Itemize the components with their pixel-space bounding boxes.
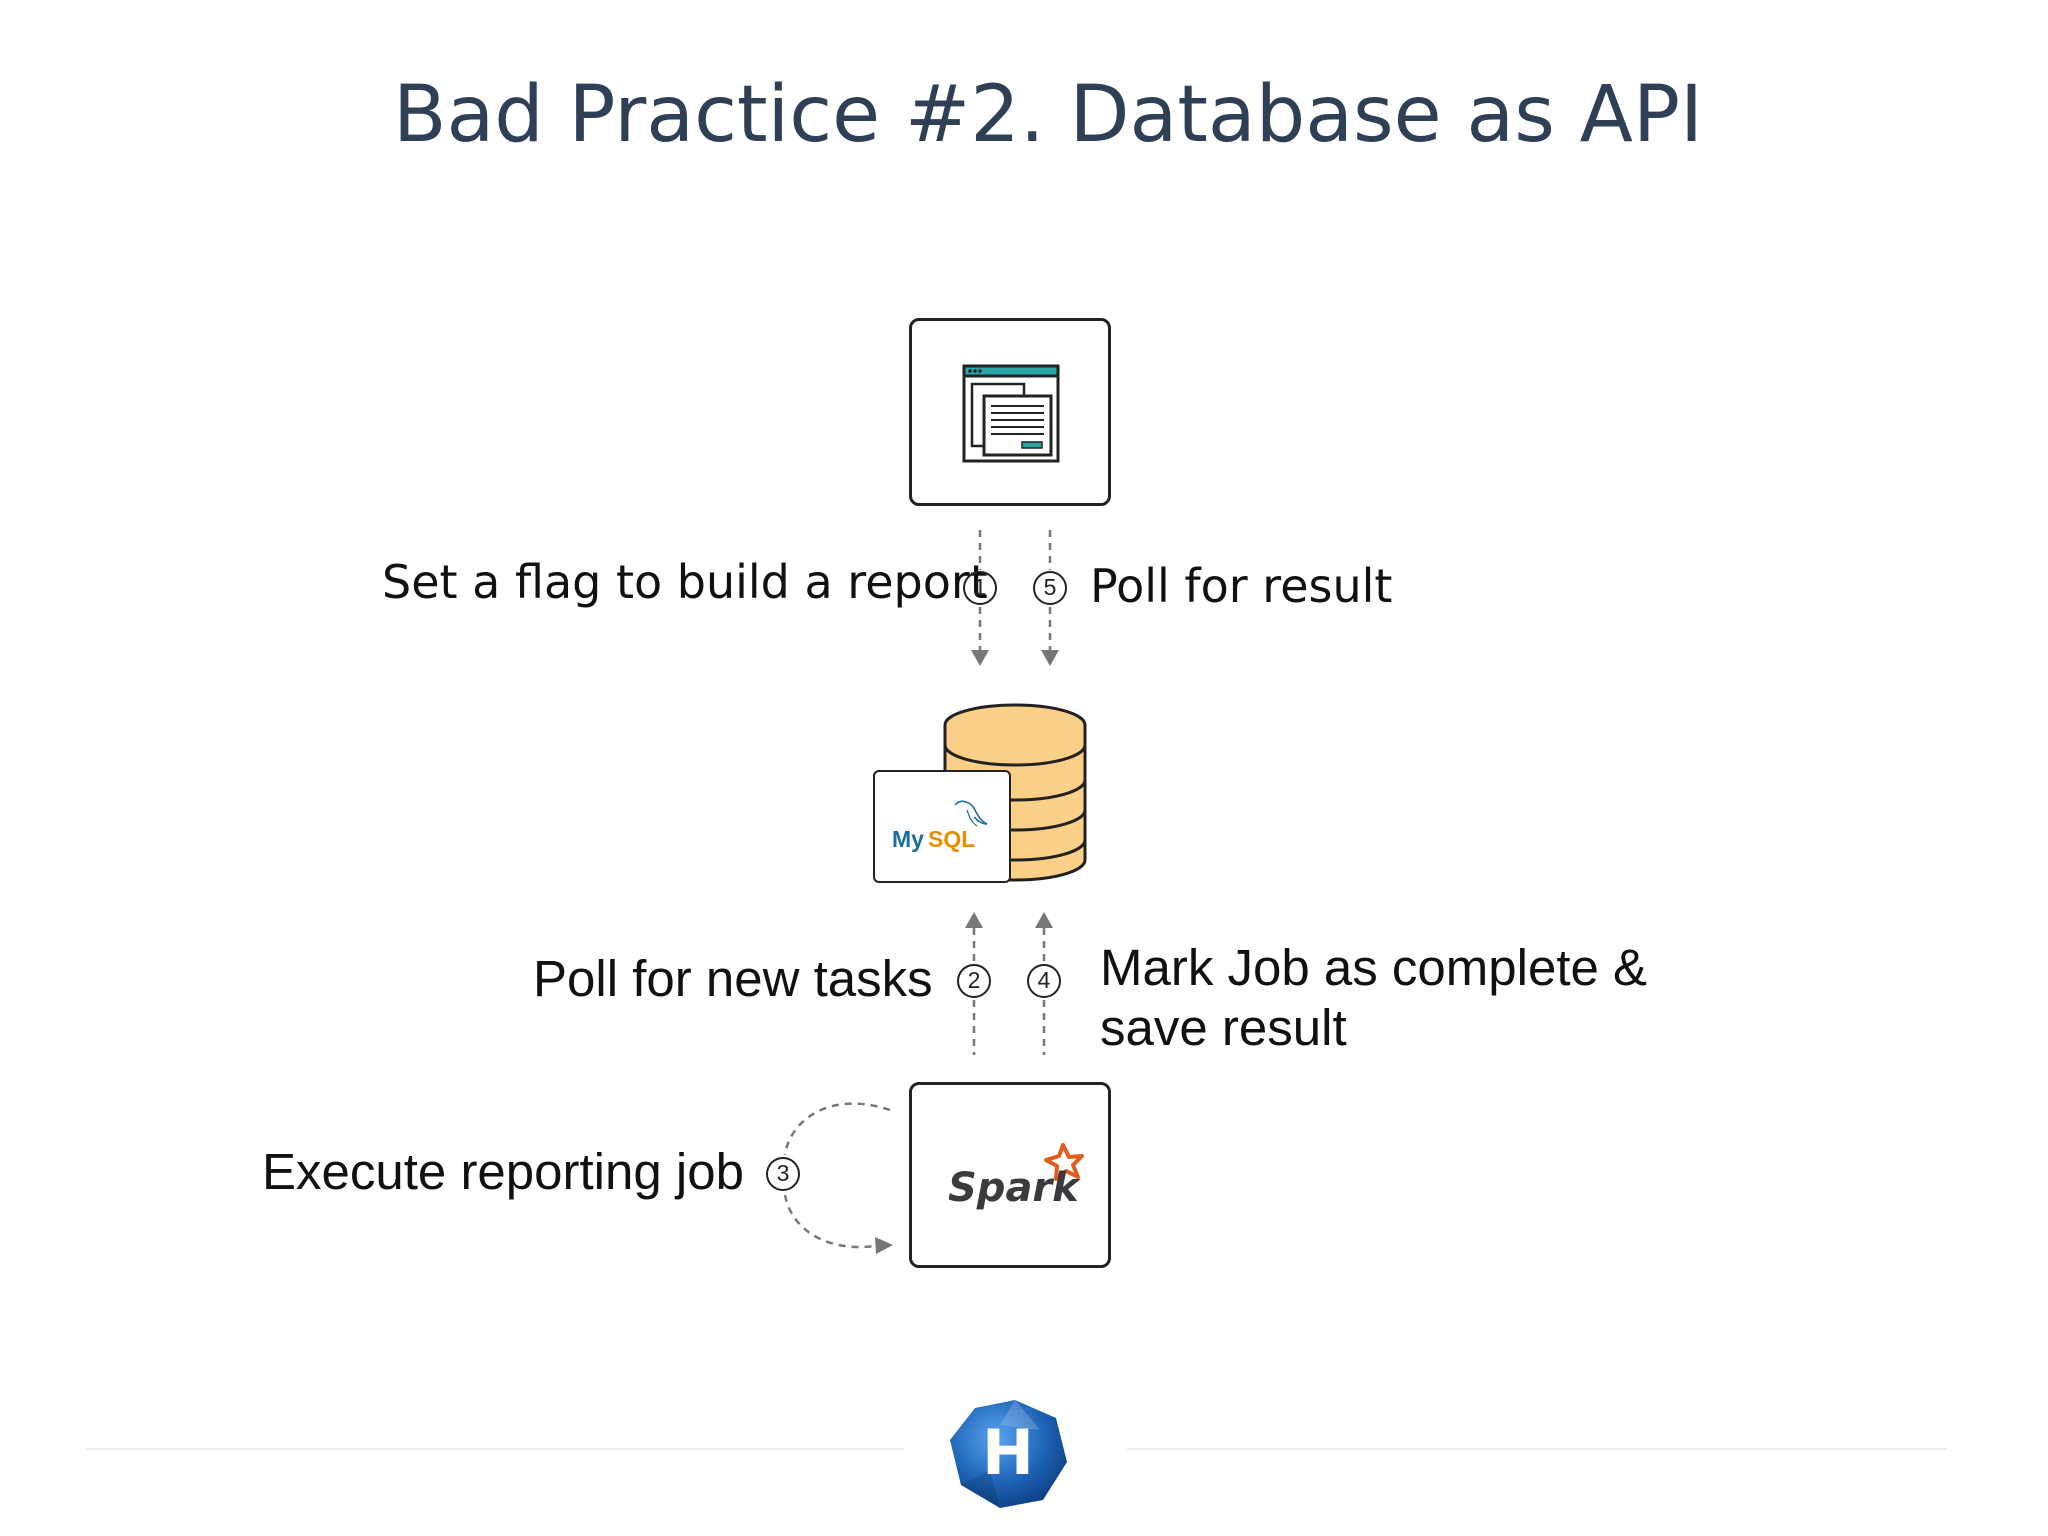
step-5-label: Poll for result: [1090, 559, 1393, 613]
arrow-step-2: [965, 912, 983, 1055]
company-logo-letter: H: [982, 1416, 1034, 1489]
step-3-badge: 3: [766, 1157, 800, 1191]
step-4-badge: 4: [1027, 964, 1061, 998]
mysql-logo: My SQL: [892, 800, 988, 852]
client-app-box: [909, 318, 1111, 506]
spark-logo: Spark: [948, 1143, 1084, 1211]
step-1-badge: 1: [963, 571, 997, 605]
arrow-step-5: [1041, 530, 1059, 666]
app-window-icon: [962, 364, 1060, 463]
mysql-logo-box: My SQL: [873, 770, 1011, 883]
arrow-step-4: [1035, 912, 1053, 1055]
step-1-label: Set a flag to build a report: [382, 555, 988, 609]
footer-divider-right: [1127, 1448, 1947, 1450]
slide-title: Bad Practice #2. Database as API: [392, 70, 1704, 160]
step-5-badge: 5: [1033, 571, 1067, 605]
step-2-label: Poll for new tasks: [533, 950, 933, 1007]
spark-box: Spark: [909, 1082, 1111, 1268]
step-2-badge: 2: [957, 964, 991, 998]
spark-logo-text: Spark: [948, 1165, 1081, 1211]
arrow-step-3-loop: [783, 1102, 893, 1254]
footer-divider-left: [86, 1448, 904, 1450]
step-3-label: Execute reporting job: [262, 1143, 744, 1200]
arrow-step-1: [971, 530, 989, 666]
step-4-label-line-1: Mark Job as complete &: [1100, 939, 1648, 996]
step-4-label-line-2: save result: [1100, 999, 1347, 1056]
svg-text:My: My: [892, 826, 924, 852]
svg-text:SQL: SQL: [928, 826, 975, 852]
